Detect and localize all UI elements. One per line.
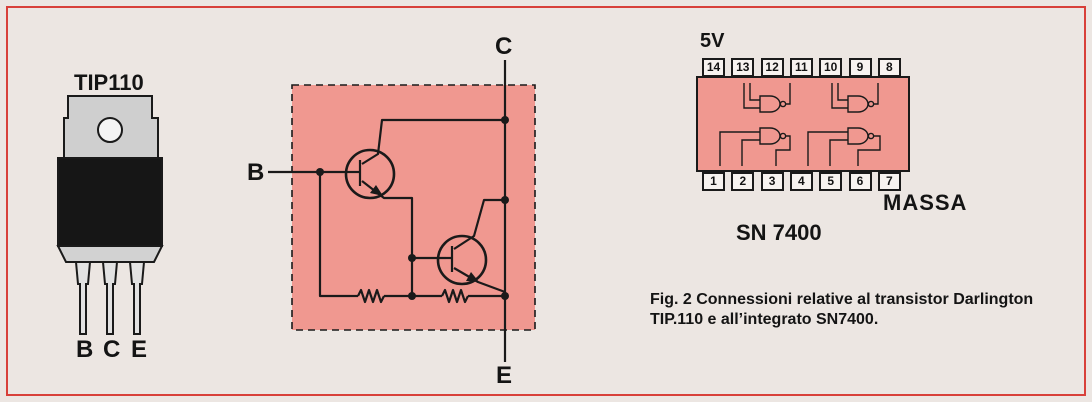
junction-dot <box>408 254 416 262</box>
ic-pin-bottom: 1 <box>702 172 725 191</box>
base-resistor-branch <box>318 172 350 298</box>
ic-pin-top: 9 <box>848 58 872 77</box>
ic-pin-top: 14 <box>702 58 725 77</box>
junction-dot <box>501 116 509 124</box>
ic-part-label: SN 7400 <box>736 220 822 245</box>
t1-collector-line <box>361 118 505 165</box>
tip110-pin-label-b: B <box>76 336 94 363</box>
t2-emitter-line <box>453 267 506 294</box>
tip110-lead-c <box>101 261 119 335</box>
t2-emitter-arrow <box>466 272 479 282</box>
junction-dot <box>408 292 416 300</box>
ic-pin-bottom: 2 <box>731 172 755 191</box>
ic-pin-bottom: 6 <box>848 172 872 191</box>
junction-dot <box>501 196 509 204</box>
sn7400-schematic <box>696 76 910 172</box>
tip110-body-bevel <box>56 245 164 263</box>
ic-supply-label: 5V <box>700 30 725 52</box>
t1-emitter-arrow <box>370 185 383 196</box>
tip110-mounting-hole <box>97 117 123 143</box>
figure-caption: Fig. 2 Connessioni relative al transisto… <box>650 291 1034 328</box>
ic-pin-bottom: 7 <box>877 172 901 191</box>
ic-pin-top: 12 <box>760 58 784 77</box>
junction-dot <box>501 292 509 300</box>
resistor-r2 <box>441 288 469 304</box>
tip110-package <box>56 95 164 335</box>
ic-pin-top: 10 <box>819 58 843 77</box>
darlington-base-label: B <box>247 159 265 186</box>
ic-pin-top: 11 <box>789 58 813 77</box>
t2-collector-line <box>453 198 505 250</box>
figure-frame <box>6 6 1086 396</box>
ic-ground-label: MASSA <box>883 190 968 215</box>
tip110-pin-label-c: C <box>103 336 121 363</box>
ic-pin-top: 13 <box>731 58 755 77</box>
transistor-t2 <box>436 234 488 286</box>
junction-dot <box>316 168 324 176</box>
darlington-schematic <box>268 60 536 362</box>
tip110-lead-e <box>128 261 146 335</box>
darlington-collector-label: C <box>495 33 513 60</box>
tip110-body <box>57 157 163 247</box>
tip110-label: TIP110 <box>74 70 144 95</box>
tip110-lead-b <box>74 261 92 335</box>
ic-pin-top: 8 <box>877 58 901 77</box>
ic-pin-bottom: 3 <box>760 172 784 191</box>
ic-pin-bottom: 4 <box>789 172 813 191</box>
darlington-emitter-label: E <box>496 362 513 389</box>
resistor-r1 <box>357 288 385 304</box>
transistor-t1 <box>344 148 396 200</box>
tip110-pin-label-e: E <box>131 336 148 363</box>
ic-pin-bottom: 5 <box>819 172 843 191</box>
ic-gate-wiring <box>719 83 881 166</box>
ic-body <box>696 76 910 172</box>
